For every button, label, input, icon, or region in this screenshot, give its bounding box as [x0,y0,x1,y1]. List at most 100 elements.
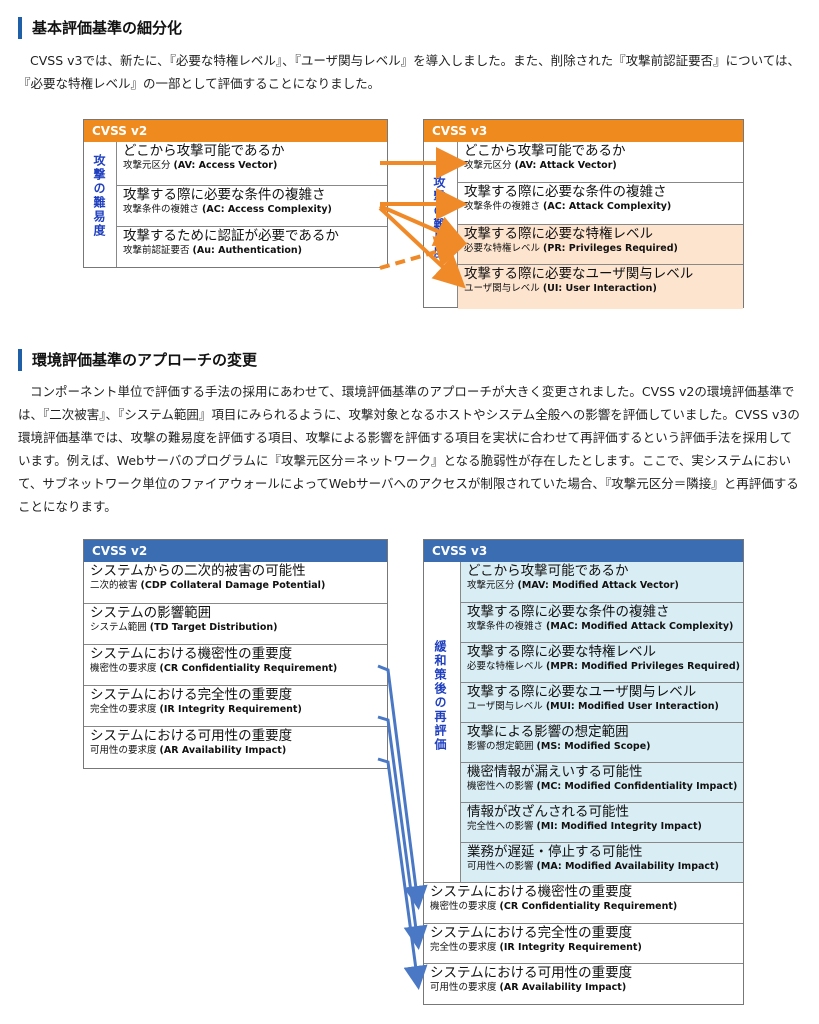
row-sub-en: (IR Integrity Requirement) [159,704,302,715]
table-header: CVSS v3 [424,120,743,142]
table-row: 攻撃する際に必要な条件の複雑さ 攻撃条件の複雑さ (MAC: Modified … [461,602,743,642]
table-header: CVSS v3 [424,540,743,562]
table-row: システムにおける完全性の重要度 完全性の要求度 (IR Integrity Re… [84,685,387,726]
row-sub-jp: 二次的被害 [90,580,138,591]
row-title: 攻撃する際に必要な特権レベル [467,644,656,660]
section-heading-environmental-metrics: 環境評価基準のアプローチの変更 [18,349,257,371]
table-row: どこから攻撃可能であるか 攻撃元区分 (AV: Attack Vector) [458,142,743,182]
row-title: 攻撃するために認証が必要であるか [123,228,339,244]
row-sub-jp: 可用性の要求度 [430,982,497,993]
row-sub-en: (MAC: Modified Attack Complexity) [546,621,734,632]
row-title: 攻撃する際に必要な条件の複雑さ [464,184,667,200]
row-sub-en: (PR: Privileges Required) [543,243,678,254]
row-title: 攻撃する際に必要な条件の複雑さ [467,604,670,620]
table-row: 業務が遅延・停止する可能性 可用性への影響 (MA: Modified Avai… [461,842,743,882]
table-row: システムにおける可用性の重要度 可用性の要求度 (AR Availability… [424,963,743,1005]
table-row: 攻撃による影響の想定範囲 影響の想定範囲 (MS: Modified Scope… [461,722,743,762]
row-sub-jp: 攻撃元区分 [464,160,512,171]
section-paragraph-environmental-metrics: コンポーネント単位で評価する手法の採用にあわせて、環境評価基準のアプローチが大き… [18,384,800,514]
row-sub-en: (Au: Authentication) [192,245,303,256]
row-sub-jp: 機密性の要求度 [90,663,157,674]
row-title: システムにおける機密性の重要度 [90,646,293,662]
cvss-v2-base-table: CVSS v2 攻撃の難易度 どこから攻撃可能であるか 攻撃元区分 (AV: A… [83,119,388,268]
row-sub-jp: 可用性への影響 [467,861,534,872]
row-sub-jp: 必要な特権レベル [467,661,544,672]
table-header: CVSS v2 [84,540,387,562]
table-row: どこから攻撃可能であるか 攻撃元区分 (MAV: Modified Attack… [461,562,743,602]
row-sub-jp: 完全性への影響 [467,821,534,832]
row-title: システムの影響範囲 [90,605,212,621]
table-row: システムにおける機密性の重要度 機密性の要求度 (CR Confidential… [84,644,387,685]
row-sub-jp: 影響の想定範囲 [467,741,534,752]
table-header: CVSS v2 [84,120,387,142]
row-sub-jp: 攻撃元区分 [467,580,515,591]
table-row: システムにおける可用性の重要度 可用性の要求度 (AR Availability… [84,726,387,769]
row-title: 攻撃する際に必要なユーザ関与レベル [467,684,697,700]
row-sub-en: (AC: Access Complexity) [202,204,332,215]
row-sub-jp: システム範囲 [90,622,147,633]
row-sub-en: (CDP Collateral Damage Potential) [140,580,326,591]
row-title: 攻撃する際に必要な条件の複雑さ [123,187,326,203]
row-title: システムにおける完全性の重要度 [90,687,293,703]
row-title: どこから攻撃可能であるか [467,563,629,579]
cvss-v2-environmental-table: CVSS v2 システムからの二次的被害の可能性 二次的被害 (CDP Coll… [83,539,388,769]
row-title: システムからの二次的被害の可能性 [90,563,306,579]
row-sub-jp: 攻撃条件の複雑さ [123,204,200,215]
row-sub-en: (MUI: Modified User Interaction) [545,701,719,712]
cvss-v3-environmental-table: CVSS v3 緩和策後の再評価 どこから攻撃可能であるか 攻撃元区分 (MAV… [423,539,744,1005]
table-row: 攻撃する際に必要なユーザ関与レベル ユーザ関与レベル (MUI: Modifie… [461,682,743,722]
row-title: 攻撃する際に必要な特権レベル [464,226,653,242]
row-sub-en: (MA: Modified Availability Impact) [536,861,719,872]
row-sub-en: (MS: Modified Scope) [536,741,651,752]
row-sub-en: (TD Target Distribution) [149,622,278,633]
row-title: どこから攻撃可能であるか [464,143,626,159]
row-sub-jp: 機密性の要求度 [430,901,497,912]
table-row: どこから攻撃可能であるか 攻撃元区分 (AV: Access Vector) [117,142,387,185]
table-row: 攻撃する際に必要な条件の複雑さ 攻撃条件の複雑さ (AC: Attack Com… [458,182,743,224]
table-row: 攻撃する際に必要な特権レベル 必要な特権レベル (MPR: Modified P… [461,642,743,682]
row-sub-jp: 攻撃条件の複雑さ [467,621,544,632]
row-sub-en: (MPR: Modified Privileges Required) [546,661,740,672]
cvss-v3-base-table: CVSS v3 攻撃の難易度 どこから攻撃可能であるか 攻撃元区分 (AV: A… [423,119,744,309]
row-title: システムにおける完全性の重要度 [430,925,633,941]
row-sub-jp: 完全性の要求度 [430,942,497,953]
row-sub-jp: 機密性への影響 [467,781,534,792]
row-sub-jp: 攻撃元区分 [123,160,171,171]
row-sub-en: (MAV: Modified Attack Vector) [517,580,679,591]
row-title: 攻撃による影響の想定範囲 [467,724,629,740]
row-sub-en: (MI: Modified Integrity Impact) [536,821,702,832]
row-title: 攻撃する際に必要なユーザ関与レベル [464,266,694,282]
row-sub-jp: ユーザ関与レベル [464,283,540,294]
table-row: 攻撃するために認証が必要であるか 攻撃前認証要否 (Au: Authentica… [117,226,387,268]
table-row: システムにおける完全性の重要度 完全性の要求度 (IR Integrity Re… [424,923,743,963]
side-label: 攻撃の難易度 [432,176,446,260]
table-row-new: 攻撃する際に必要なユーザ関与レベル ユーザ関与レベル (UI: User Int… [458,264,743,309]
side-label: 緩和策後の再評価 [433,640,447,752]
table-row: システムからの二次的被害の可能性 二次的被害 (CDP Collateral D… [84,562,387,603]
table-row: 情報が改ざんされる可能性 完全性への影響 (MI: Modified Integ… [461,802,743,842]
row-sub-en: (AV: Attack Vector) [514,160,617,171]
section-paragraph-base-metrics: CVSS v3では、新たに、『必要な特権レベル』、『ユーザ関与レベル』を導入しま… [18,53,800,91]
row-sub-en: (CR Confidentiality Requirement) [159,663,338,674]
row-title: 業務が遅延・停止する可能性 [467,844,643,860]
table-row: 機密情報が漏えいする可能性 機密性への影響 (MC: Modified Conf… [461,762,743,802]
row-title: 情報が改ざんされる可能性 [467,804,629,820]
table-row: 攻撃する際に必要な条件の複雑さ 攻撃条件の複雑さ (AC: Access Com… [117,185,387,226]
row-sub-en: (AR Availability Impact) [159,745,287,756]
row-sub-jp: ユーザ関与レベル [467,701,543,712]
row-title: システムにおける可用性の重要度 [90,728,293,744]
row-title: どこから攻撃可能であるか [123,143,285,159]
section-heading-base-metrics: 基本評価基準の細分化 [18,17,182,39]
row-sub-en: (CR Confidentiality Requirement) [499,901,678,912]
row-title: システムにおける機密性の重要度 [430,884,633,900]
row-sub-en: (UI: User Interaction) [542,283,657,294]
row-sub-en: (AV: Access Vector) [173,160,278,171]
row-title: 機密情報が漏えいする可能性 [467,764,643,780]
row-sub-en: (IR Integrity Requirement) [499,942,642,953]
row-sub-en: (AC: Attack Complexity) [543,201,672,212]
row-sub-en: (AR Availability Impact) [499,982,627,993]
table-row: システムにおける機密性の重要度 機密性の要求度 (CR Confidential… [424,883,743,923]
arrow-ar [377,757,428,990]
row-sub-jp: 攻撃条件の複雑さ [464,201,541,212]
row-sub-jp: 完全性の要求度 [90,704,157,715]
